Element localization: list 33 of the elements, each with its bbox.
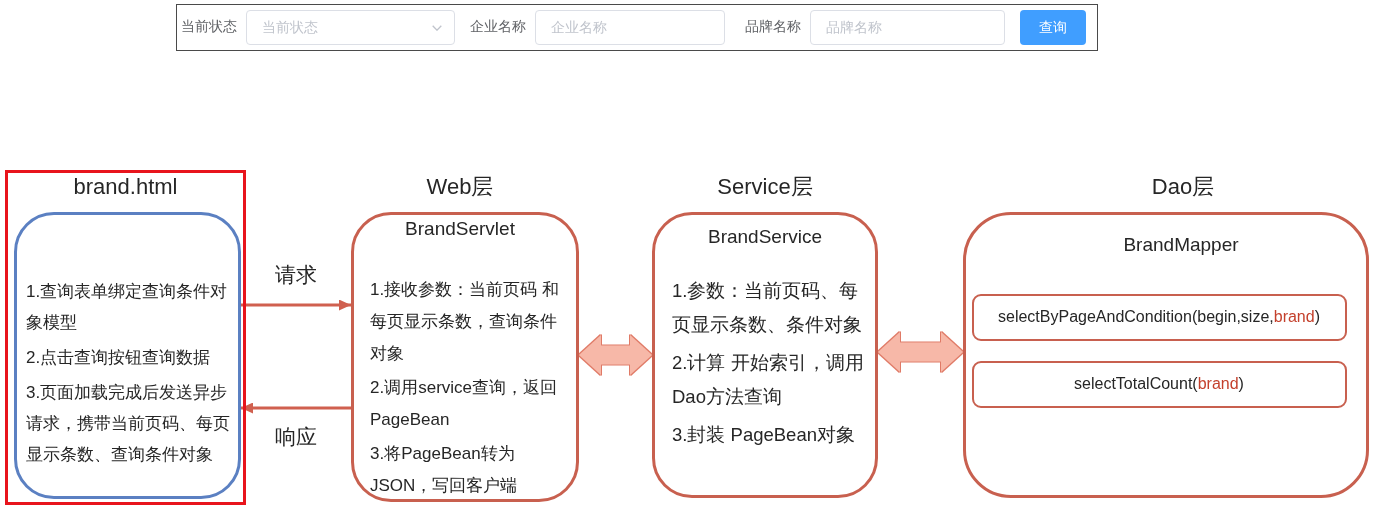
method-box bbox=[972, 361, 1347, 408]
step-text: 3.页面加载完成后发送异步请求，携带当前页码、每页显示条数、查询条件对象 bbox=[26, 382, 231, 466]
file-title: brand.html bbox=[73, 173, 178, 201]
step-text: 3.封装 PageBean对象 bbox=[672, 423, 856, 447]
class-name: BrandServlet bbox=[405, 217, 515, 241]
steps-box bbox=[14, 212, 241, 499]
arrow bbox=[241, 299, 351, 311]
class-name: BrandService bbox=[707, 225, 823, 249]
method-box bbox=[972, 294, 1347, 341]
search-button: 查询 bbox=[1020, 10, 1086, 45]
field-label: 当前状态 bbox=[181, 18, 237, 36]
step-text: 2.计算 开始索引，调用Dao方法查询 bbox=[672, 351, 865, 409]
layer-title: Dao层 bbox=[1151, 173, 1215, 201]
input-field: 品牌名称 bbox=[810, 10, 1005, 45]
input-field: 企业名称 bbox=[535, 10, 725, 45]
method-signature: selectTotalCount(brand) bbox=[1074, 374, 1244, 394]
layer-title: Service层 bbox=[717, 173, 813, 201]
select-field: 当前状态 bbox=[246, 10, 455, 45]
step-text: 2.调用service查询，返回PageBean bbox=[370, 377, 559, 431]
edge-label: 响应 bbox=[275, 424, 317, 450]
step-text: 3.将PageBean转为JSON，写回客户端 bbox=[370, 443, 519, 497]
arrow bbox=[241, 402, 351, 414]
step-text: 2.点击查询按钮查询数据 bbox=[26, 347, 212, 369]
step-text: 1.接收参数：当前页码 和每页显示条数，查询条件对象 bbox=[370, 279, 560, 365]
layer-title: Web层 bbox=[426, 173, 494, 201]
method-signature: selectByPageAndCondition(begin,size,brand) bbox=[998, 307, 1320, 327]
highlight-frame bbox=[5, 170, 246, 505]
field-label: 企业名称 bbox=[470, 18, 526, 36]
class-name: BrandMapper bbox=[1123, 233, 1239, 257]
step-text: 1.参数：当前页码、每页显示条数、条件对象 bbox=[672, 279, 863, 337]
step-text: 1.查询表单绑定查询条件对象模型 bbox=[26, 281, 229, 334]
edge-label: 请求 bbox=[275, 262, 317, 288]
field-label: 品牌名称 bbox=[745, 18, 801, 36]
